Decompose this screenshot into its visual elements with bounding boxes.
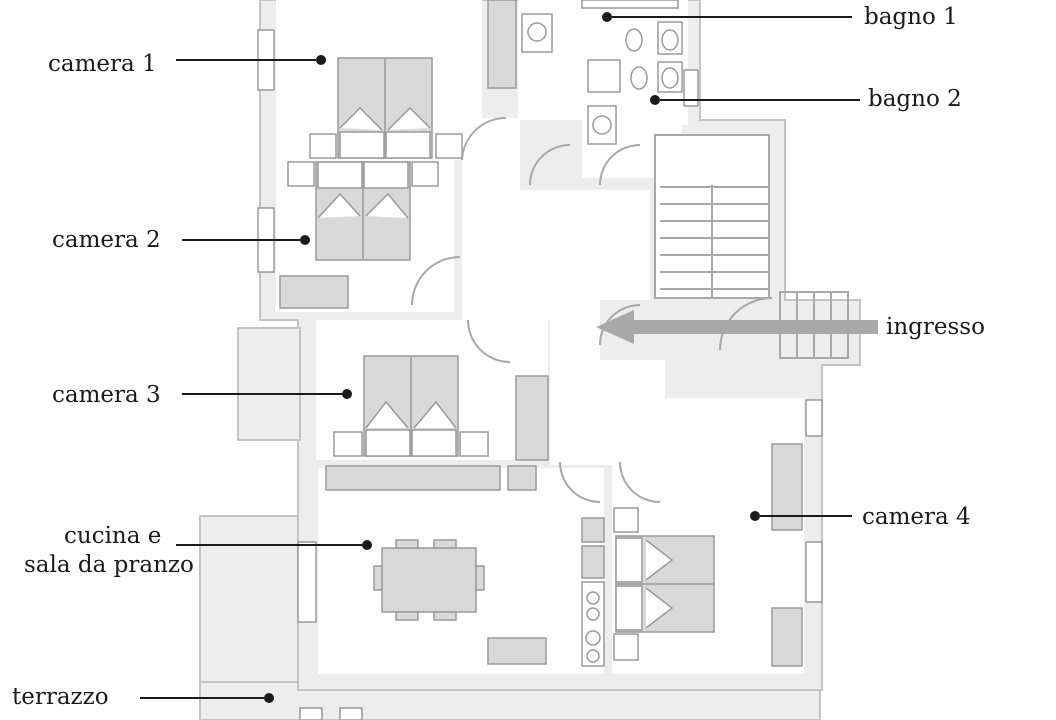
label-bagno-1-text: bagno 1 [864,4,958,30]
label-camera-1-text: camera 1 [48,51,157,77]
kitchen-counter [581,517,605,667]
bed-camera-3 [325,355,549,491]
marker-dot [750,511,760,521]
terrace-chair [299,707,323,720]
label-ingresso-text: ingresso [886,314,985,340]
marker-dot [264,693,274,703]
furniture [257,29,823,720]
bed-camera-2 [279,161,439,309]
window [297,541,317,623]
label-camera-4-text: camera 4 [862,504,971,530]
label-camera-3: camera 3 [52,382,352,408]
label-camera-2-text: camera 2 [52,227,161,253]
label-bagno-2: bagno 2 [650,86,962,112]
bathroom-fixtures [487,0,683,145]
shower [587,59,621,93]
marker-dot [362,540,372,550]
label-bagno-1: bagno 1 [602,4,958,30]
label-camera-3-text: camera 3 [52,382,161,408]
label-terrazzo-text: terrazzo [12,684,109,710]
label-camera-1: camera 1 [48,51,326,77]
window [805,399,823,437]
label-cucina: cucina e sala da pranzo [24,523,372,578]
label-cucina-line2: sala da pranzo [24,552,194,578]
entrance-arrow [596,310,878,344]
cabinet [487,0,517,89]
marker-dot [602,12,612,22]
room-hall [462,118,665,465]
terrace-chair [339,707,363,720]
window [805,541,823,603]
marker-dot [316,55,326,65]
dining-table [373,539,547,665]
label-terrazzo: terrazzo [12,684,274,710]
doors [411,116,773,503]
label-cucina-line1: cucina e [64,523,161,549]
label-ingresso: ingresso [886,314,985,340]
label-camera-4: camera 4 [750,504,971,530]
stairs [654,134,849,359]
marker-dot [342,389,352,399]
bathtub [581,0,679,9]
marker-dot [300,235,310,245]
window [683,69,699,107]
label-bagno-2-text: bagno 2 [868,86,962,112]
bidet [625,28,643,52]
label-camera-2: camera 2 [52,227,310,253]
balcony-block [237,327,301,441]
marker-dot [650,95,660,105]
bed-camera-1 [309,57,463,159]
